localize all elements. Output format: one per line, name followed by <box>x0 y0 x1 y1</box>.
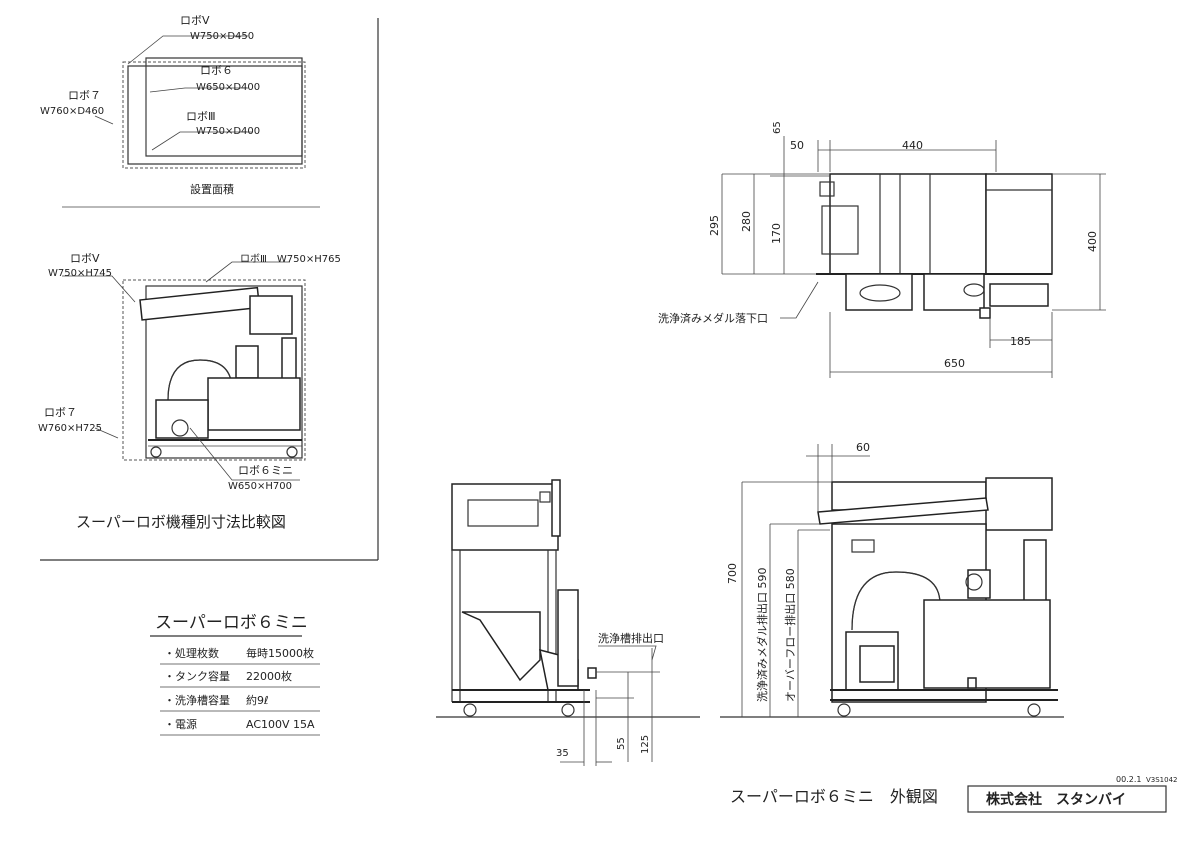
drawing-code: V3S1042 <box>1146 776 1178 784</box>
comparison-title: スーパーロボ機種別寸法比較図 <box>76 513 286 531</box>
hc-robo-3-label: ロボⅢ W750×H765 <box>240 253 341 265</box>
dim-400: 400 <box>1086 231 1099 252</box>
dim-440: 440 <box>902 139 923 152</box>
dim-280: 280 <box>740 211 753 232</box>
product-title: スーパーロボ６ミニ <box>155 613 308 633</box>
hc-robo-v-name: ロボV <box>70 252 100 265</box>
fp-robo-3-name: ロボⅢ <box>186 110 216 123</box>
fp-robo-3-size: W750×D400 <box>196 126 260 137</box>
footprint-title: 設置面積 <box>190 182 234 196</box>
dim-700: 700 <box>726 563 739 584</box>
dim-295: 295 <box>708 215 721 236</box>
spec-value-0: 毎時15000枚 <box>246 646 314 660</box>
height-comparison-diagram: ロボV W750×H745 ロボⅢ W750×H765 ロボ７ W760×H72… <box>38 252 341 531</box>
hc-robo-7-name: ロボ７ <box>44 406 77 419</box>
hc-robo-6mini-size: W650×H700 <box>228 481 292 492</box>
fp-robo-7-size: W760×D460 <box>40 106 104 117</box>
overflow-outlet-580: オーバーフロー排出口 580 <box>783 568 797 702</box>
fp-robo-6-name: ロボ６ <box>200 64 233 77</box>
fp-robo-v-size: W750×D450 <box>190 31 254 42</box>
dim-650: 650 <box>944 357 965 370</box>
company-name: 株式会社 スタンバイ <box>986 791 1126 808</box>
medal-outlet-590: 洗浄済みメダル排出口 590 <box>755 568 769 703</box>
spec-value-3: AC100V 15A <box>246 718 315 731</box>
spec-value-1: 22000枚 <box>246 669 292 683</box>
dim-65: 65 <box>772 121 783 134</box>
spec-label-2: ・洗浄槽容量 <box>164 693 230 707</box>
hc-robo-v-size: W750×H745 <box>48 268 112 279</box>
spec-label-3: ・電源 <box>164 717 197 731</box>
dim-35: 35 <box>556 748 569 759</box>
spec-value-2: 約9ℓ <box>246 693 269 707</box>
drop-outlet-callout: 洗浄済みメダル落下口 <box>658 311 768 325</box>
spec-label-0: ・処理枚数 <box>164 646 219 660</box>
spec-table: スーパーロボ６ミニ ・処理枚数 毎時15000枚 ・タンク容量 22000枚 ・… <box>150 613 320 736</box>
title-block: スーパーロボ６ミニ 外観図 00.2.1 V3S1042 株式会社 スタンバイ <box>730 775 1178 813</box>
fp-robo-6-size: W650×D400 <box>196 82 260 93</box>
fp-robo-v-name: ロボV <box>180 14 210 27</box>
dim-55: 55 <box>616 737 627 750</box>
dim-185: 185 <box>1010 335 1031 348</box>
hc-robo-6mini-name: ロボ６ミニ <box>238 464 293 477</box>
footprint-diagram: ロボV W750×D450 ロボ６ W650×D400 ロボ７ W760×D46… <box>40 14 320 208</box>
drawing-date: 00.2.1 <box>1116 775 1141 784</box>
side-view: 洗浄槽排出口 35 55 125 <box>436 479 700 766</box>
comparison-panel: ロボV W750×D450 ロボ６ W650×D400 ロボ７ W760×D46… <box>38 14 379 561</box>
tank-outlet-callout: 洗浄槽排出口 <box>598 631 664 645</box>
fp-robo-7-name: ロボ７ <box>68 89 101 102</box>
drawing-title: スーパーロボ６ミニ 外観図 <box>730 787 938 806</box>
hc-robo-7-size: W760×H725 <box>38 423 102 434</box>
top-view: 50 440 65 295 280 170 400 185 650 洗浄済みメダ… <box>658 121 1106 378</box>
dim-170: 170 <box>770 223 783 244</box>
spec-label-1: ・タンク容量 <box>164 669 230 683</box>
dim-60: 60 <box>856 441 870 454</box>
front-view: 60 700 洗浄済みメダル排出口 590 オーバーフロー排出口 580 <box>720 441 1064 718</box>
dim-50: 50 <box>790 139 804 152</box>
dim-125: 125 <box>640 735 651 754</box>
